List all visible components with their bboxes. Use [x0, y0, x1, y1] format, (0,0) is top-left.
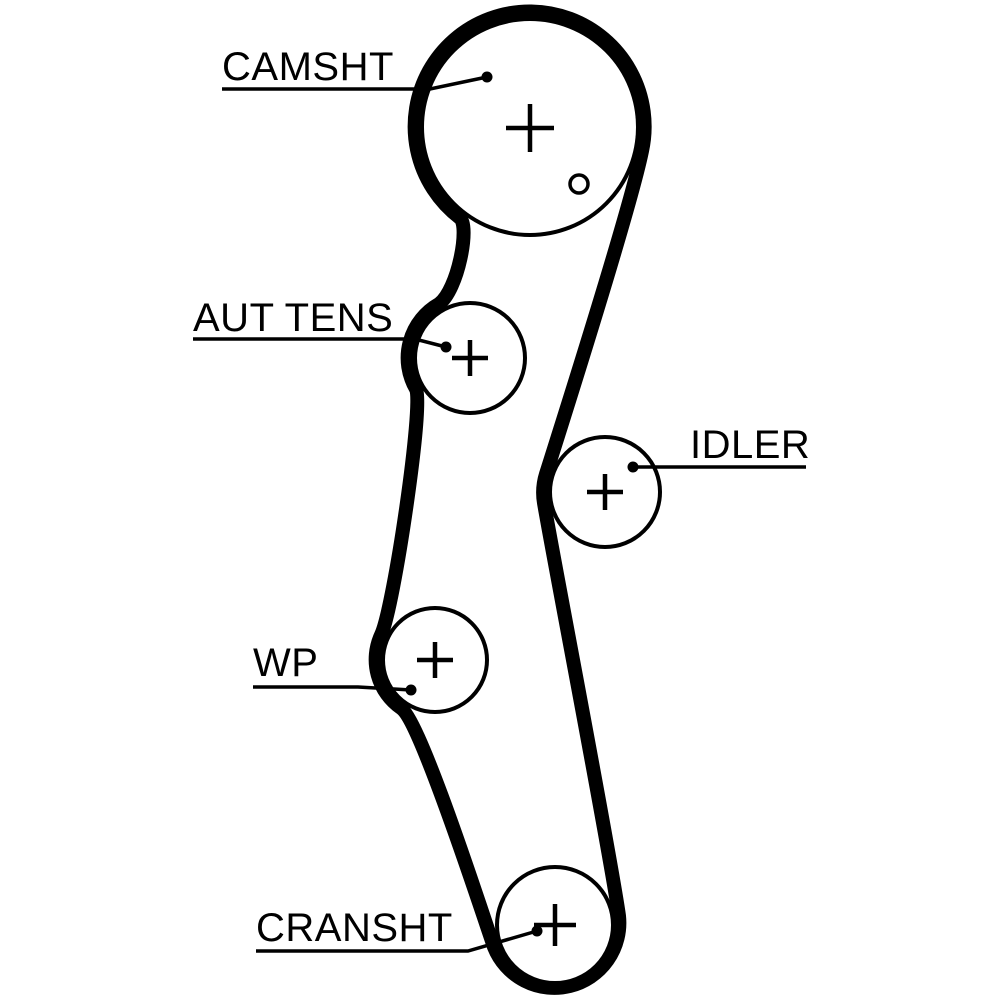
crankshaft-label: CRANSHT [256, 906, 453, 950]
tensioner-leader-line [193, 337, 447, 349]
water-pump-center-mark-icon [417, 642, 453, 678]
crankshaft-center-mark-icon [534, 904, 576, 946]
water-pump-leader-line [253, 685, 412, 692]
camshaft-leader-dot [481, 71, 493, 83]
idler-label: IDLER [690, 423, 810, 467]
idler-leader-dot [627, 461, 639, 473]
tensioner-label: AUT TENS [193, 296, 393, 340]
water-pump-leader-dot [405, 684, 417, 696]
tensioner-leader-dot [440, 341, 452, 353]
tensioner-center-mark-icon [452, 340, 488, 376]
idler-center-mark-icon [587, 474, 623, 510]
crankshaft-leader-line [256, 929, 538, 953]
camshaft-label: CAMSHT [222, 45, 394, 89]
crankshaft-leader-dot [531, 925, 543, 937]
timing-belt [368, 4, 652, 995]
camshaft-leader-line [222, 75, 488, 91]
camshaft-center-mark-icon [506, 104, 554, 152]
camshaft-alignment-hole-icon [568, 173, 590, 195]
water-pump-label: WP [253, 641, 318, 685]
